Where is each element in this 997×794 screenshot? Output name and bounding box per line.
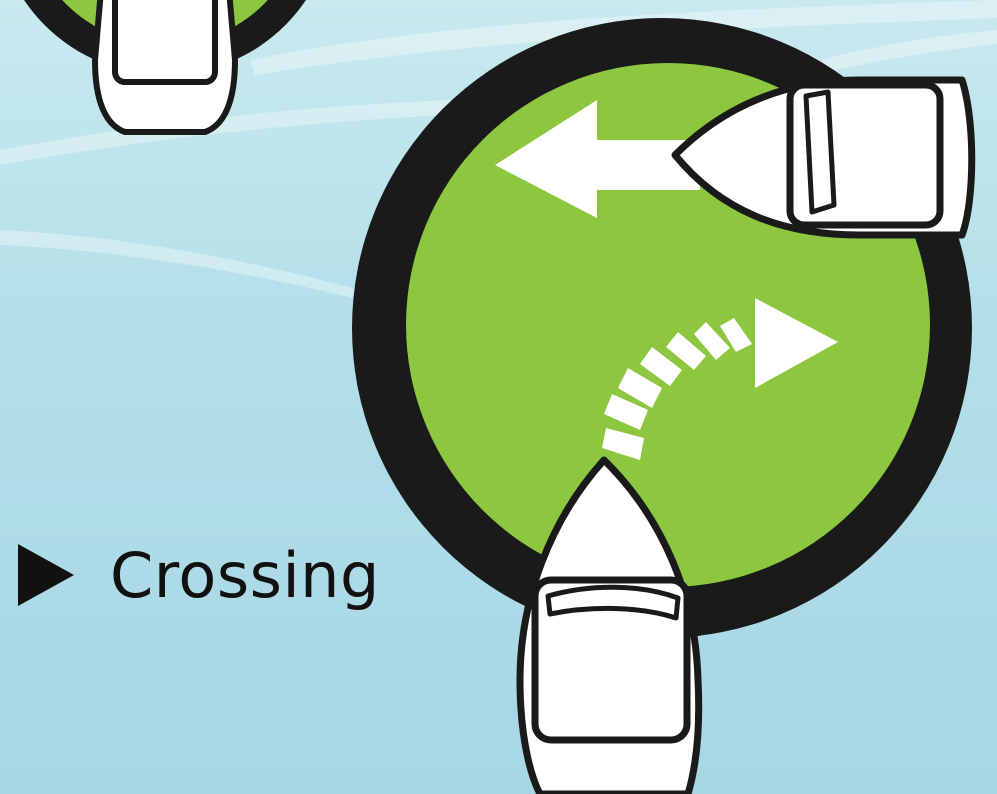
scenario-label: Crossing [18, 535, 380, 615]
scenario-title: Crossing [110, 539, 380, 612]
triangle-right-icon [18, 544, 74, 606]
boat-icon [95, 0, 235, 132]
